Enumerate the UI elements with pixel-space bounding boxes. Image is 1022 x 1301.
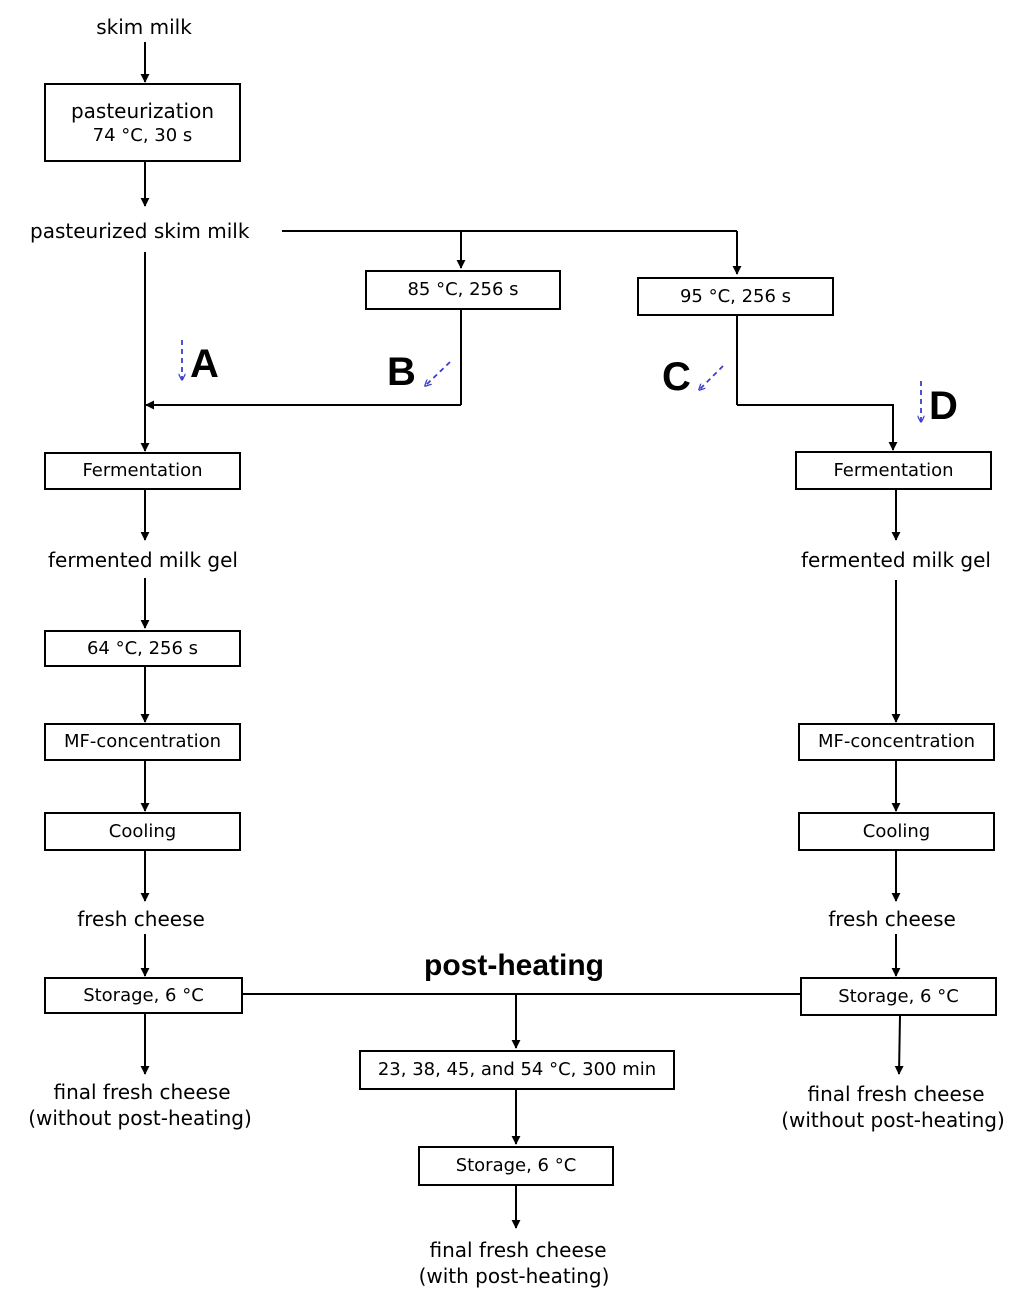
box-pasteurization: pasteurization 74 °C, 30 s xyxy=(44,83,241,162)
box-cooling-right: Cooling xyxy=(798,812,995,851)
arrow-right-storage-to-final xyxy=(894,1015,904,1075)
marker-a: A xyxy=(190,342,219,386)
box-storage-left: Storage, 6 °C xyxy=(44,977,243,1014)
box-mf-concentration-right: MF-concentration xyxy=(798,723,995,761)
marker-b: B xyxy=(387,350,416,394)
box-cooling-left: Cooling xyxy=(44,812,241,851)
box-pasteurization-title: pasteurization xyxy=(70,98,215,123)
marker-c: C xyxy=(662,355,691,399)
marker-d: D xyxy=(929,384,958,428)
box-fermentation-right: Fermentation xyxy=(795,451,992,490)
label-final-left-2: (without post-heating) xyxy=(28,1106,252,1130)
label-fermented-gel-right: fermented milk gel xyxy=(801,548,991,572)
box-heat-95: 95 °C, 256 s xyxy=(637,277,834,316)
label-post-heating: post-heating xyxy=(424,949,604,982)
label-final-center-1: final fresh cheese xyxy=(429,1238,607,1262)
box-pasteurization-conditions: 74 °C, 30 s xyxy=(92,124,193,146)
label-final-right-2: (without post-heating) xyxy=(781,1108,1005,1132)
dashed-arrow-b-icon xyxy=(425,361,451,386)
label-fresh-cheese-left: fresh cheese xyxy=(77,907,205,931)
box-heat-64: 64 °C, 256 s xyxy=(44,630,241,667)
box-post-heating-temperatures: 23, 38, 45, and 54 °C, 300 min xyxy=(359,1050,675,1090)
box-storage-right: Storage, 6 °C xyxy=(800,977,997,1016)
label-fermented-gel-left: fermented milk gel xyxy=(48,548,238,572)
box-storage-center: Storage, 6 °C xyxy=(418,1146,614,1186)
dashed-arrow-c-icon xyxy=(699,365,724,390)
box-fermentation-left: Fermentation xyxy=(44,452,241,490)
label-pasteurized-skim-milk: pasteurized skim milk xyxy=(30,219,250,243)
label-final-center-2: (with post-heating) xyxy=(418,1264,610,1288)
label-skim-milk: skim milk xyxy=(96,15,192,39)
label-fresh-cheese-right: fresh cheese xyxy=(828,907,956,931)
box-heat-85: 85 °C, 256 s xyxy=(365,270,561,310)
box-mf-concentration-left: MF-concentration xyxy=(44,723,241,761)
label-final-left-1: final fresh cheese xyxy=(53,1080,231,1104)
label-final-right-1: final fresh cheese xyxy=(807,1082,985,1106)
arrow-to-right-fermentation xyxy=(737,404,898,451)
